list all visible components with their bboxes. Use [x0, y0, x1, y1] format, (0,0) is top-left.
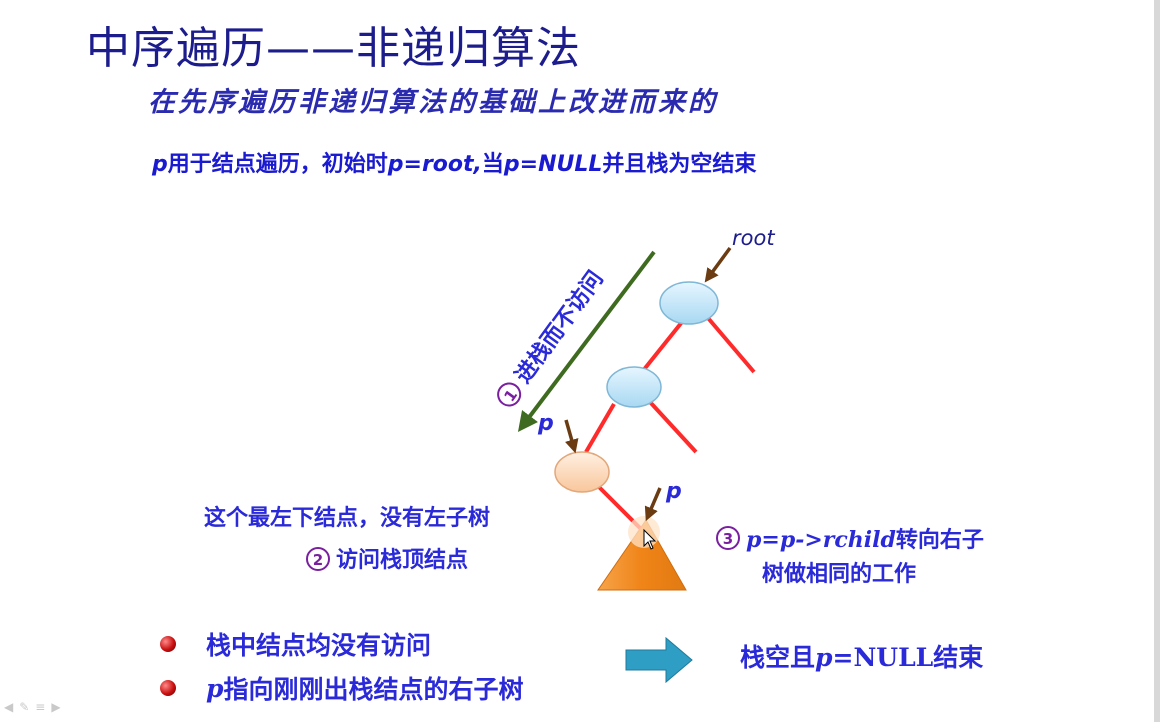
root-node — [659, 281, 719, 325]
next-slide-icon[interactable]: ▶ — [51, 700, 67, 714]
step3-code: p=p->rchild — [746, 527, 896, 553]
result-arrow — [625, 636, 693, 684]
bullet-dot-icon — [160, 680, 176, 696]
result-text-2: =NULL结束 — [832, 643, 984, 672]
leftmost-node-note: 这个最左下结点，没有左子树 — [204, 506, 491, 531]
root-label: root — [732, 226, 775, 250]
step3-line2: 树做相同的工作 — [762, 562, 917, 587]
desc-p-null: p=NULL — [503, 152, 603, 177]
window-edge — [1154, 0, 1160, 722]
bullet-text-2: 指向刚刚出栈结点的右子树 — [223, 675, 524, 704]
edge-mid-left — [584, 402, 616, 454]
bullet-dot-icon — [160, 636, 176, 652]
step2-label: 访问栈顶结点 — [336, 548, 469, 573]
step3-text1: 转向右子 — [895, 528, 984, 553]
step1-label: 进栈而不访问 — [510, 266, 609, 388]
step1-circle — [497, 382, 522, 407]
p-pointer-arrow-1 — [564, 419, 579, 454]
pen-icon[interactable]: ✎ — [19, 700, 36, 714]
step3-circle — [716, 526, 740, 550]
algorithm-description: p用于结点遍历，初始时p=root,当p=NULL并且栈为空结束 — [152, 146, 756, 178]
desc-p: p — [152, 152, 168, 177]
right-subtree-triangle — [597, 519, 687, 591]
desc-text-3: 并且栈为空结束 — [602, 152, 757, 177]
leftmost-node — [554, 451, 610, 493]
termination-condition: 栈空且p=NULL结束 — [740, 638, 983, 674]
bullet-text-1: 栈中结点均没有访问 — [206, 631, 432, 660]
step2-number: 2 — [313, 551, 323, 569]
push-arrow — [517, 250, 656, 432]
bullet-p: p — [206, 673, 224, 703]
p-pointer-arrow-2 — [644, 487, 662, 522]
desc-text-2: 当 — [481, 152, 504, 177]
result-text-1: 栈空且 — [740, 643, 816, 672]
menu-icon[interactable]: ≡ — [35, 700, 52, 714]
bullet-item-1: 栈中结点均没有访问 — [160, 626, 431, 662]
step3-number: 3 — [723, 530, 733, 548]
mouse-cursor-icon — [643, 528, 657, 550]
desc-text-1: 用于结点遍历，初始时 — [167, 152, 388, 177]
edge-root-left — [640, 320, 684, 374]
slide-subtitle: 在先序遍历非递归算法的基础上改进而来的 — [148, 87, 718, 118]
edge-root-right — [706, 316, 756, 374]
root-pointer-arrow — [704, 246, 732, 283]
slide-title: 中序遍历——非递归算法 — [86, 23, 581, 74]
prev-slide-icon[interactable]: ◀ — [4, 700, 20, 714]
edge-mid-right — [648, 400, 698, 454]
p-label-1: p — [537, 411, 554, 436]
result-p: p — [815, 643, 833, 672]
desc-p-root: p=root, — [387, 152, 482, 177]
slide-tools: ◀✎≡▶ — [4, 700, 67, 714]
step3-line1: p=p->rchild转向右子 — [746, 522, 984, 554]
p-label-2: p — [665, 479, 682, 504]
middle-node — [606, 366, 662, 408]
step2-circle — [306, 547, 330, 571]
